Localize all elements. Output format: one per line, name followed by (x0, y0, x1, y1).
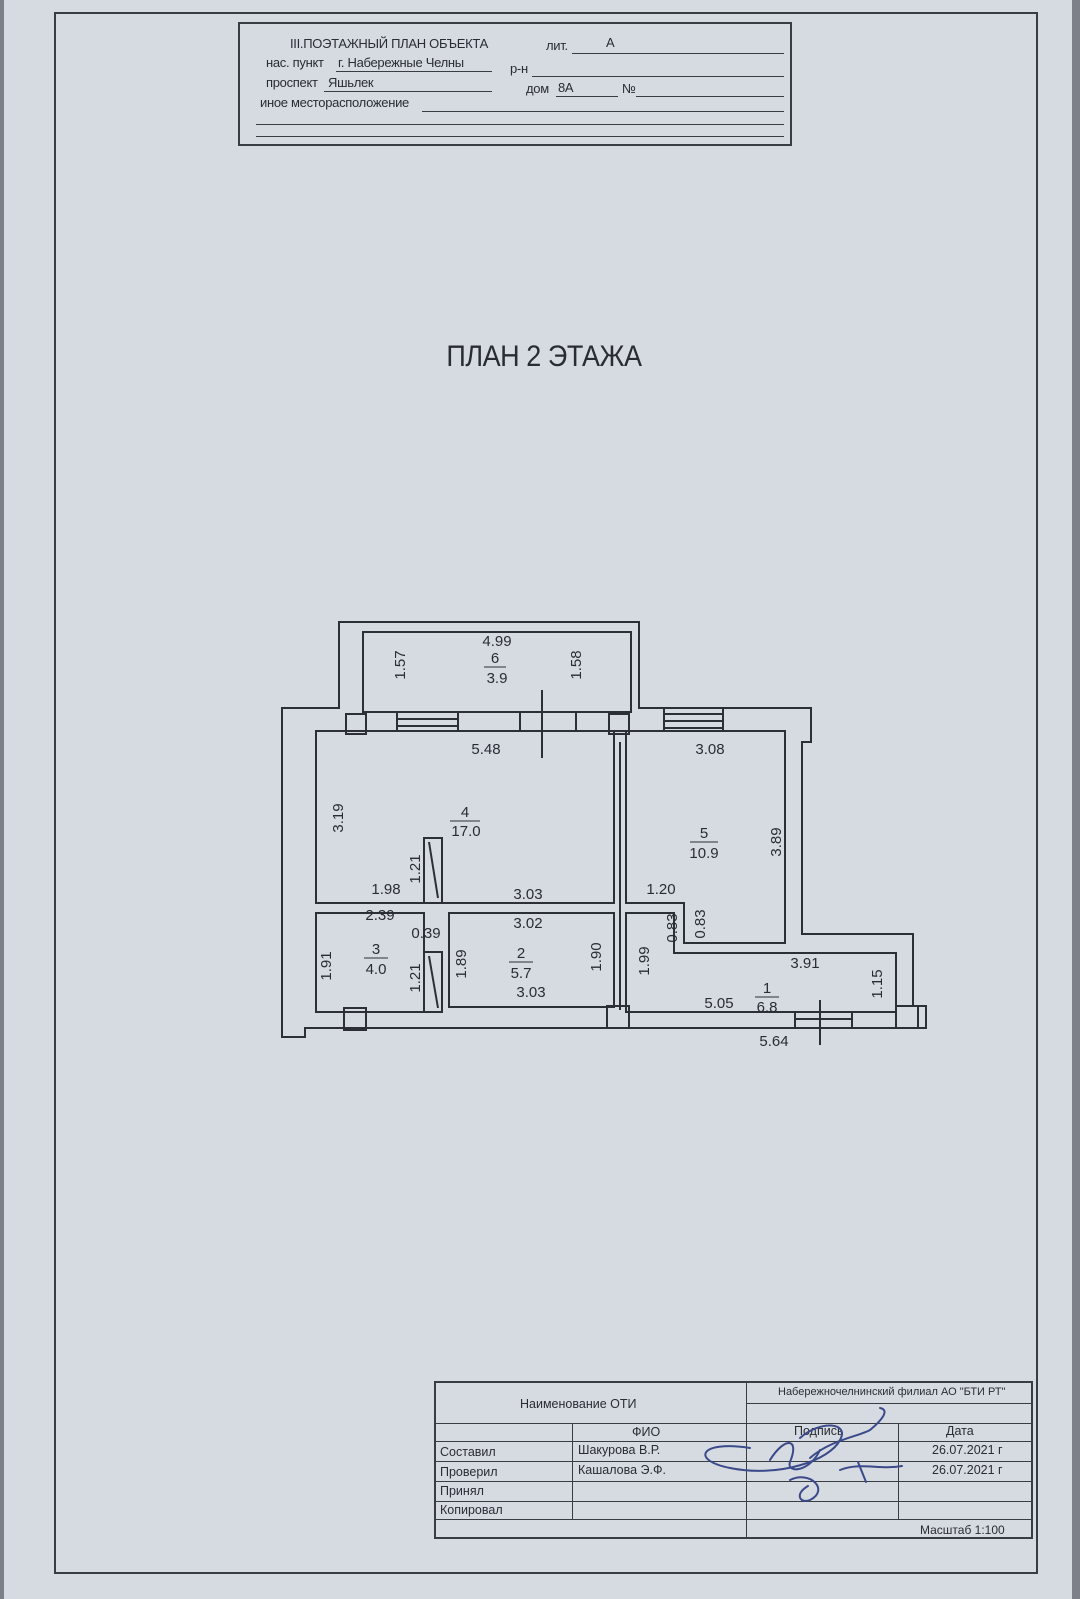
col-signature: Подпись (794, 1424, 844, 1438)
dim-label: 1.21 (407, 854, 424, 883)
title-block: Наименование ОТИ Набережночелнинский фил… (434, 1381, 1033, 1539)
dim-label: 1.90 (588, 942, 605, 971)
room-5-area: 10.9 (689, 845, 718, 862)
room-5-outline (625, 730, 786, 944)
dim-label: 3.89 (768, 827, 785, 856)
dim-label: 3.91 (790, 955, 819, 972)
window-room-5 (663, 708, 724, 731)
lit-label: лит. (546, 38, 568, 53)
dim-label: 5.64 (759, 1033, 788, 1050)
balcony-room-6 (362, 631, 632, 713)
room-2-area: 5.7 (511, 965, 532, 982)
room-4-area: 17.0 (451, 823, 480, 840)
oti-name-label: Наименование ОТИ (520, 1397, 637, 1411)
page-frame (54, 12, 1038, 1574)
signature-mark (704, 1407, 903, 1502)
organization-name: Набережночелнинский филиал АО "БТИ РТ" (778, 1386, 1006, 1398)
number-label: № (622, 81, 636, 96)
lit-value: А (606, 35, 615, 50)
column (895, 1005, 919, 1029)
room-1-outline (625, 912, 897, 1013)
dim-label: 5.05 (704, 995, 733, 1012)
window-balcony (396, 711, 577, 731)
dim-label: 5.48 (471, 741, 500, 758)
dim-label: 1.58 (568, 650, 585, 679)
duct-lower (423, 951, 443, 1013)
scale-label: Масштаб 1:100 (920, 1523, 1005, 1537)
col-fio: ФИО (632, 1425, 661, 1439)
dim-label: 1.20 (646, 881, 675, 898)
room-4-outline (315, 730, 615, 904)
district-label: р-н (510, 61, 528, 76)
date-checked: 26.07.2021 г (932, 1463, 1003, 1477)
name-checked: Кашалова Э.Ф. (578, 1463, 666, 1477)
outer-wall (281, 621, 927, 1038)
room-1-number: 1 (763, 980, 771, 997)
room-6-area: 3.9 (487, 670, 508, 687)
dim-label: 0.39 (411, 925, 440, 942)
dim-label: 1.99 (636, 946, 653, 975)
room-3-number: 3 (372, 941, 380, 958)
dim-label: 0.83 (664, 913, 681, 942)
role-accepted: Принял (440, 1484, 484, 1498)
dim-label: 1.98 (371, 881, 400, 898)
dim-label: 4.99 (482, 633, 511, 650)
object-header-stamp: III.ПОЭТАЖНЫЙ ПЛАН ОБЪЕКТА лит. А нас. п… (238, 22, 792, 146)
role-compiled: Составил (440, 1445, 496, 1459)
column (345, 713, 367, 735)
role-copied: Копировал (440, 1503, 503, 1517)
dim-label: 0.83 (692, 909, 709, 938)
room-5-number: 5 (700, 825, 708, 842)
dim-label: 1.89 (453, 949, 470, 978)
street-label: проспект (266, 75, 318, 90)
dim-label: 1.57 (392, 650, 409, 679)
dim-label: 1.91 (318, 951, 335, 980)
room-1-area: 6.8 (757, 999, 778, 1016)
room-6-number: 6 (491, 650, 499, 667)
column (343, 1007, 367, 1031)
role-checked: Проверил (440, 1465, 498, 1479)
dim-label: 3.02 (513, 915, 542, 932)
dim-label: 3.08 (695, 741, 724, 758)
settlement-value: г. Набережные Челны (338, 55, 464, 70)
date-compiled: 26.07.2021 г (932, 1443, 1003, 1457)
dim-label: 3.03 (516, 984, 545, 1001)
house-value: 8А (558, 80, 574, 95)
col-date: Дата (946, 1424, 974, 1438)
settlement-label: нас. пункт (266, 55, 324, 70)
street-value: Яшьлек (328, 75, 374, 90)
window-room-1 (794, 1012, 853, 1028)
room-3-area: 4.0 (366, 961, 387, 978)
room-4-number: 4 (461, 804, 469, 821)
dim-label: 3.03 (513, 886, 542, 903)
dim-label: 2.39 (365, 907, 394, 924)
header-title: III.ПОЭТАЖНЫЙ ПЛАН ОБЪЕКТА (290, 36, 488, 51)
duct-upper (423, 837, 443, 904)
document-sheet: III.ПОЭТАЖНЫЙ ПЛАН ОБЪЕКТА лит. А нас. п… (4, 0, 1072, 1599)
floor-plan-title: ПЛАН 2 ЭТАЖА (446, 340, 642, 373)
house-label: дом (526, 81, 549, 96)
name-compiled: Шакурова В.Р. (578, 1443, 661, 1457)
dim-label: 1.21 (407, 963, 424, 992)
column (608, 713, 630, 735)
dim-label: 1.15 (869, 969, 886, 998)
room-2-number: 2 (517, 945, 525, 962)
column (606, 1005, 630, 1029)
dim-label: 3.19 (330, 803, 347, 832)
other-location-label: иное месторасположение (260, 95, 409, 110)
